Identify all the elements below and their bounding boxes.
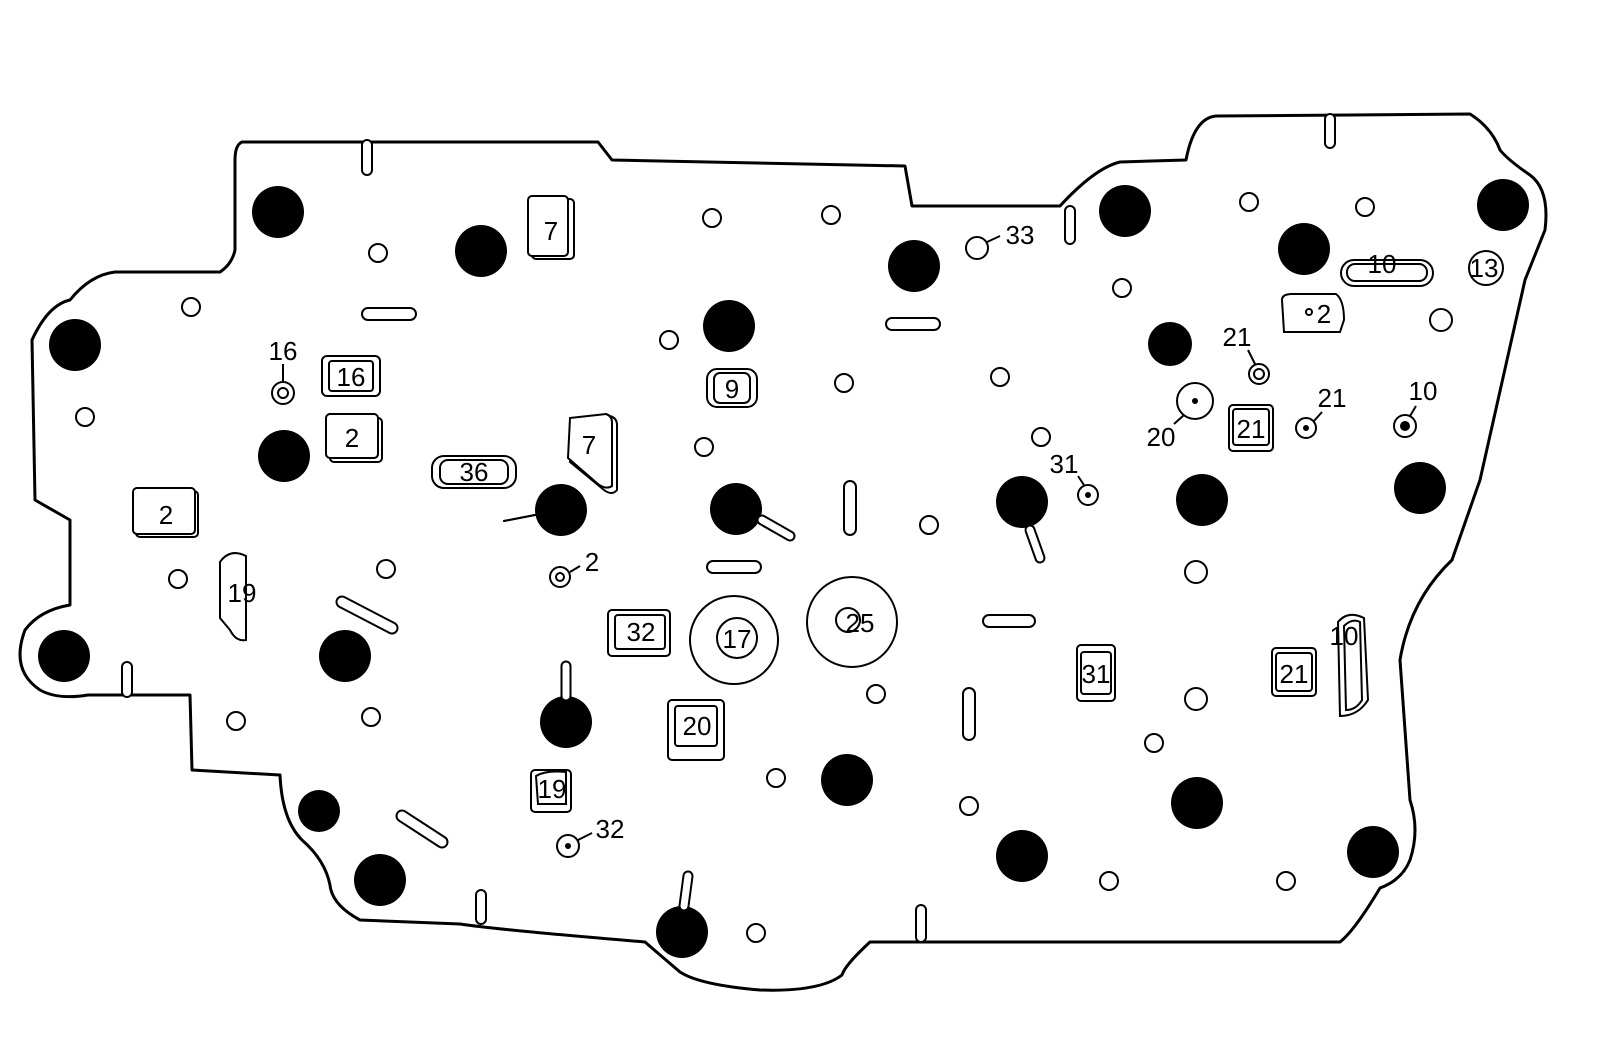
passage-slot-10a: 10 — [1340, 249, 1434, 287]
passage-label: 19 — [228, 578, 257, 608]
callout-label: 20 — [1147, 422, 1176, 452]
tab-top-mid — [1064, 205, 1076, 245]
bolt-hole — [821, 754, 873, 806]
callout-label: 33 — [1006, 220, 1035, 250]
callout-points — [271, 235, 1417, 858]
passage-label: 7 — [544, 216, 558, 246]
passage-label: 2 — [345, 423, 359, 453]
bolt-hole — [354, 854, 406, 906]
passage-label: 17 — [723, 624, 752, 654]
bolt-hole — [656, 906, 708, 958]
bolt-hole — [996, 830, 1048, 882]
passage-box-2b: 2 — [132, 487, 199, 538]
bolt-hole — [298, 790, 340, 832]
callout-label: 31 — [1050, 449, 1079, 479]
callout-label: 10 — [1409, 376, 1438, 406]
bolt-hole — [1278, 223, 1330, 275]
bolt-hole — [252, 186, 304, 238]
bolt-hole — [888, 240, 940, 292]
bolt-hole — [1099, 185, 1151, 237]
bolt-hole — [535, 484, 587, 536]
passage-box-32: 32 — [607, 609, 671, 657]
bolt-hole — [703, 300, 755, 352]
passage-box-31: 31 — [1076, 644, 1116, 702]
bolt-hole-tails — [503, 513, 1046, 912]
passage-box-16: 16 — [321, 355, 381, 397]
callout-label: 21 — [1318, 383, 1347, 413]
passage-label: 36 — [460, 457, 489, 487]
bolt-hole — [996, 476, 1048, 528]
bolt-hole — [1171, 777, 1223, 829]
passage-box-7a: 7 — [527, 195, 575, 260]
passage-box-19a: 19 — [219, 552, 257, 642]
passage-box-21b: 21 — [1271, 647, 1317, 697]
callout-labels: 16 2 32 33 31 21 21 20 10 10 — [269, 220, 1438, 844]
bolt-hole — [49, 319, 101, 371]
bolt-holes — [38, 179, 1529, 958]
callout-label: 2 — [585, 547, 599, 577]
callout-label: 16 — [269, 336, 298, 366]
passage-label: 19 — [538, 774, 567, 804]
plate-outline — [18, 112, 1548, 992]
passage-box-2c: 2 — [1280, 293, 1346, 333]
bolt-hole — [1394, 462, 1446, 514]
bolt-hole — [1477, 179, 1529, 231]
tab-top-left — [361, 139, 373, 176]
passage-circle-17: 17 — [689, 595, 779, 685]
passage-box-20: 20 — [667, 699, 725, 761]
slots — [335, 307, 1036, 849]
tab-bottom-mid — [915, 904, 927, 943]
bolt-hole — [258, 430, 310, 482]
passage-label: 9 — [725, 374, 739, 404]
callout-label: 10 — [1330, 621, 1359, 651]
passage-circle-25: 25 — [806, 576, 898, 668]
bolt-hole — [455, 225, 507, 277]
tab-bottom-left — [475, 889, 487, 925]
tab-top-right — [1324, 113, 1336, 149]
passage-label: 16 — [337, 362, 366, 392]
bolt-hole — [38, 630, 90, 682]
passage-box-2a: 2 — [325, 413, 383, 463]
passage-label: 13 — [1470, 253, 1499, 283]
passage-label: 2 — [1317, 299, 1331, 329]
edge-tabs — [121, 113, 1336, 943]
passage-box-9: 9 — [706, 368, 758, 408]
small-holes — [75, 192, 1453, 943]
passage-label: 7 — [582, 430, 596, 460]
passage-label: 2 — [159, 500, 173, 530]
bolt-hole — [1347, 826, 1399, 878]
passage-label: 21 — [1237, 414, 1266, 444]
bolt-hole — [710, 483, 762, 535]
passage-label: 10 — [1368, 249, 1397, 279]
passage-box-19b: 19 — [530, 769, 572, 813]
passage-label: 20 — [683, 711, 712, 741]
passage-circle-13: 13 — [1468, 250, 1504, 286]
callout-label: 32 — [596, 814, 625, 844]
bolt-hole — [1176, 474, 1228, 526]
passage-label: 32 — [627, 617, 656, 647]
passage-box-7b: 7 — [566, 412, 618, 494]
passage-label: 25 — [846, 608, 875, 638]
passage-label: 31 — [1082, 659, 1111, 689]
bolt-hole — [1148, 322, 1192, 366]
tab-left-bottom — [121, 661, 133, 698]
bolt-hole — [319, 630, 371, 682]
bolt-hole — [540, 696, 592, 748]
passage-slot-10b — [1336, 613, 1370, 718]
passage-label: 21 — [1280, 659, 1309, 689]
callout-label: 21 — [1223, 322, 1252, 352]
passage-box-36: 36 — [431, 455, 517, 489]
passage-box-21a: 21 — [1228, 404, 1274, 452]
